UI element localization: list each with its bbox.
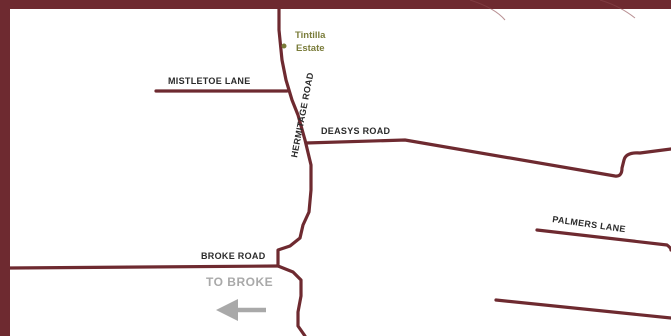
road-hermitage[interactable] [276, 0, 313, 336]
decorative-arc [599, 0, 636, 19]
road-label-broke: BROKE ROAD [201, 251, 266, 261]
estate-label-line1: Tintilla [295, 30, 326, 41]
road-label-deasys: DEASYS ROAD [321, 126, 391, 136]
estate-label-line2: Estate [296, 43, 325, 54]
map-land-area [10, 9, 671, 336]
road-south[interactable] [494, 298, 671, 320]
arrow-left-icon [216, 299, 266, 321]
estate-marker-icon[interactable] [281, 43, 287, 49]
road-label-mistletoe: MISTLETOE LANE [168, 76, 251, 86]
road-deasys[interactable] [304, 138, 671, 178]
direction-label: TO BROKE [206, 275, 273, 289]
road-broke[interactable] [8, 264, 280, 270]
decorative-arc [469, 0, 506, 21]
